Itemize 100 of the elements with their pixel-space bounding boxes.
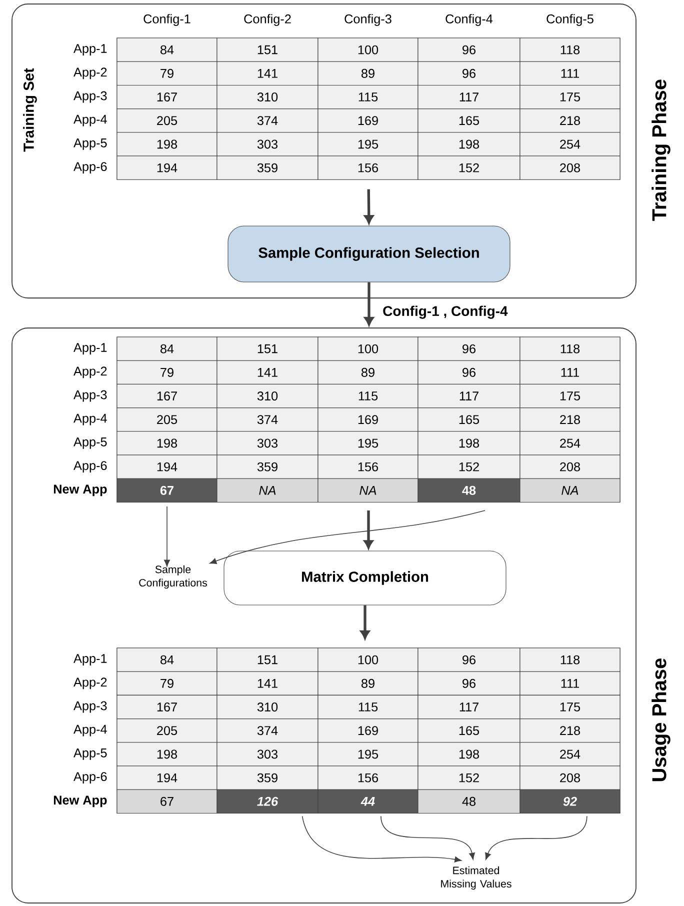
table-cell: 96 bbox=[418, 360, 520, 384]
table-cell: 156 bbox=[318, 454, 418, 479]
table-cell: 205 bbox=[116, 718, 218, 743]
data-table bbox=[74, 14, 620, 180]
row-label: App-3 bbox=[74, 91, 107, 103]
table-cell: 218 bbox=[520, 408, 620, 432]
table-cell: 152 bbox=[418, 156, 520, 180]
table-cell: 198 bbox=[116, 431, 218, 456]
table-cell: 151 bbox=[216, 38, 318, 62]
column-header: Config-5 bbox=[546, 14, 594, 26]
table-cell: 67 bbox=[116, 789, 218, 814]
table-cell: 79 bbox=[116, 360, 218, 384]
table-cell: 117 bbox=[418, 84, 520, 110]
table-cell: 169 bbox=[318, 108, 418, 133]
table-cell: 96 bbox=[418, 648, 520, 672]
table-cell: NA bbox=[520, 478, 620, 502]
table-cell: 254 bbox=[520, 431, 620, 456]
table-cell: 175 bbox=[520, 384, 620, 408]
table-cell: 169 bbox=[318, 408, 418, 432]
table-cell: 194 bbox=[116, 156, 218, 180]
table-cell: 198 bbox=[418, 742, 520, 766]
table-cell: 141 bbox=[216, 360, 318, 384]
table-cell: 208 bbox=[520, 156, 620, 180]
table-cell: 89 bbox=[318, 360, 418, 384]
table-cell: 96 bbox=[418, 61, 520, 86]
table-cell: 84 bbox=[116, 38, 218, 62]
row-label: App-1 bbox=[74, 654, 107, 666]
table-cell: 195 bbox=[318, 431, 418, 456]
table-cell: 167 bbox=[116, 694, 218, 720]
table-cell: 79 bbox=[116, 61, 218, 86]
arrow bbox=[364, 282, 374, 326]
table-cell: 115 bbox=[318, 84, 418, 110]
table-cell: 374 bbox=[216, 718, 318, 743]
note-text: Estimated Missing Values bbox=[441, 866, 512, 890]
table-cell: 205 bbox=[116, 108, 218, 133]
table-cell: 152 bbox=[418, 766, 520, 790]
table-cell: 118 bbox=[520, 336, 620, 361]
table-cell: 254 bbox=[520, 132, 620, 156]
node-label: Usage Phase bbox=[652, 658, 670, 782]
arrow bbox=[485, 816, 588, 860]
table-cell: 96 bbox=[418, 38, 520, 62]
table-cell: 303 bbox=[216, 132, 318, 156]
table-cell: 310 bbox=[216, 694, 318, 720]
table-cell: 156 bbox=[318, 156, 418, 180]
row-label: App-6 bbox=[74, 772, 107, 784]
table-cell: 218 bbox=[520, 108, 620, 133]
table-cell: 92 bbox=[520, 789, 620, 814]
table-cell: 117 bbox=[418, 384, 520, 408]
table-cell: 141 bbox=[216, 671, 318, 696]
table-cell: 218 bbox=[520, 718, 620, 743]
row-label: App-4 bbox=[74, 724, 107, 736]
row-label: App-2 bbox=[74, 366, 107, 378]
table-cell: 96 bbox=[418, 336, 520, 361]
table-cell: 111 bbox=[520, 360, 620, 384]
process-box: Sample Configuration Selection bbox=[228, 226, 510, 282]
row-label: App-5 bbox=[74, 748, 107, 760]
row-label: App-1 bbox=[74, 44, 107, 56]
table-cell: 67 bbox=[116, 478, 218, 502]
table-cell: 195 bbox=[318, 742, 418, 766]
table-cell: 115 bbox=[318, 384, 418, 408]
table-cell: 195 bbox=[318, 132, 418, 156]
note-text: Sample Configurations bbox=[139, 565, 207, 589]
row-label: App-5 bbox=[74, 138, 107, 150]
table-cell: 175 bbox=[520, 694, 620, 720]
table-cell: 167 bbox=[116, 384, 218, 408]
table-cell: 111 bbox=[520, 671, 620, 696]
column-header: Config-1 bbox=[144, 14, 190, 26]
table-cell: 198 bbox=[116, 132, 218, 156]
table-cell: 165 bbox=[418, 718, 520, 743]
row-label: App-3 bbox=[74, 390, 107, 402]
table-cell: 84 bbox=[116, 648, 218, 672]
table-cell: 89 bbox=[318, 671, 418, 696]
table-cell: 194 bbox=[116, 766, 218, 790]
arrow bbox=[380, 816, 475, 860]
arrow bbox=[364, 510, 374, 549]
table-cell: 111 bbox=[520, 61, 620, 86]
table-cell: 254 bbox=[520, 742, 620, 766]
row-label: App-4 bbox=[74, 114, 107, 126]
table-cell: 84 bbox=[116, 336, 218, 361]
arrow bbox=[360, 605, 370, 640]
table-cell: 100 bbox=[318, 38, 418, 62]
table-cell: 118 bbox=[520, 38, 620, 62]
table-cell: 208 bbox=[520, 454, 620, 479]
column-header: Config-3 bbox=[344, 14, 392, 26]
table-cell: 303 bbox=[216, 742, 318, 766]
table-cell: 198 bbox=[116, 742, 218, 766]
row-label: App-2 bbox=[74, 678, 107, 690]
table-cell: 167 bbox=[116, 84, 218, 110]
row-label: App-2 bbox=[74, 68, 107, 80]
edge-label: Config-1 , Config-4 bbox=[383, 306, 508, 319]
table-cell: 175 bbox=[520, 84, 620, 110]
table-cell: 169 bbox=[318, 718, 418, 743]
table-cell: 117 bbox=[418, 694, 520, 720]
row-label: App-6 bbox=[74, 162, 107, 174]
table-cell: 165 bbox=[418, 108, 520, 133]
table-cell: 303 bbox=[216, 431, 318, 456]
table-cell: 48 bbox=[418, 478, 520, 502]
table-cell: 100 bbox=[318, 336, 418, 361]
table-cell: 152 bbox=[418, 454, 520, 479]
table-cell: 194 bbox=[116, 454, 218, 479]
